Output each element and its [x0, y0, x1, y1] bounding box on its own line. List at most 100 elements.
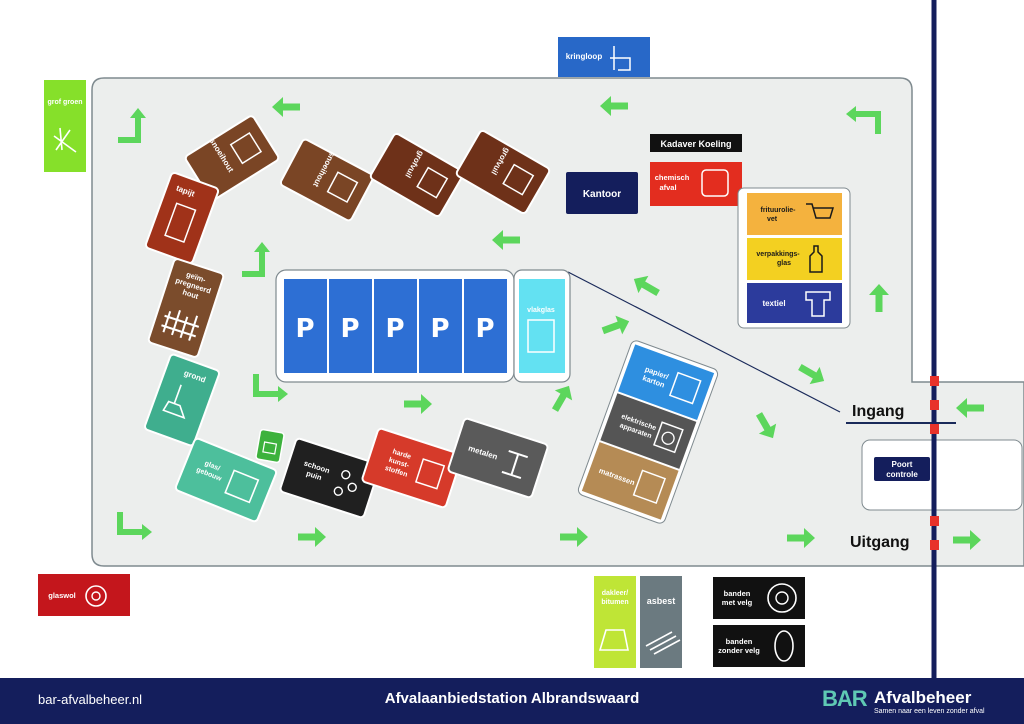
- fence-icon: [161, 309, 200, 341]
- paint-can-icon: [701, 169, 729, 197]
- container-vlakglas: vlakglas: [513, 269, 571, 383]
- papier-karton-block: [618, 344, 715, 421]
- container-textiel: textiel: [747, 283, 842, 323]
- parking-space-3: [374, 279, 417, 373]
- parking-space-4: [419, 279, 462, 373]
- ingang-label: Ingang: [852, 403, 904, 420]
- banden-zonder-velg: banden zonder velg: [713, 625, 805, 667]
- container-stack-right: papier/ karton elektrische apparaten mat…: [577, 340, 719, 524]
- kadaver-koeling: Kadaver Koeling: [650, 134, 742, 152]
- container-glas-gebouw: glas/ gebouw: [174, 437, 278, 523]
- footer-bar: bar-afvalbeheer.nl Afvalaanbiedstation A…: [0, 678, 1024, 724]
- dakleer-label-1: dakleer/: [602, 590, 629, 597]
- container-metalen: metalen: [447, 417, 549, 499]
- roof-sheet-icon: [645, 631, 681, 655]
- logo-mark: BAR: [822, 686, 868, 711]
- poort-label-1: Poort: [892, 460, 913, 469]
- verpakkingsglas-label-2: glas: [777, 260, 791, 267]
- chemisch-label-1: chemisch: [655, 173, 690, 182]
- vlakglas-label: vlakglas: [527, 307, 555, 314]
- bar-afvalbeheer-logo: BAR Afvalbeheer Samen naar een leven zon…: [822, 686, 1002, 718]
- website-link[interactable]: bar-afvalbeheer.nl: [38, 692, 143, 707]
- tire-rim-icon: [767, 583, 797, 613]
- container-harde-kunststoffen: harde kunst- stoffen: [361, 427, 463, 509]
- frituur-label-1: frituurolie-: [761, 207, 797, 214]
- banden-met-label-2: met velg: [722, 598, 753, 607]
- container-schoon-puin: schoon puin: [279, 437, 381, 519]
- parking-p-4: P: [430, 314, 449, 344]
- cart-icon: [806, 203, 835, 219]
- bulky-waste-icon: [416, 166, 449, 199]
- matrassen-block: [581, 442, 679, 520]
- parking-space-2: [329, 279, 372, 373]
- dakleer-bitumen: dakleer/ bitumen: [594, 576, 636, 668]
- paper-icon: [668, 371, 702, 405]
- beam-icon: [501, 450, 529, 480]
- banden-zonder-label-2: zonder velg: [718, 646, 760, 655]
- mattress-icon: [632, 469, 667, 505]
- bottle-icon: [809, 245, 823, 273]
- shovel-icon: [162, 384, 186, 420]
- roll-icon: [598, 629, 629, 651]
- parking-p-2: P: [340, 314, 359, 344]
- parking-space-5: [464, 279, 507, 373]
- branches-icon: [53, 127, 77, 153]
- ingang-lane-divider: [846, 422, 956, 424]
- lane-divider: [567, 271, 841, 413]
- gate-markers: [930, 376, 939, 550]
- container-snoeihout-1: snoeihout: [184, 115, 280, 201]
- logo-name: Afvalbeheer: [874, 688, 972, 707]
- banden-zonder-label-1: banden: [726, 637, 753, 646]
- chemisch-label-2: afval: [659, 183, 676, 192]
- frituur-label-2: vet: [767, 216, 778, 223]
- crate-icon: [414, 458, 446, 490]
- parking-p-1: P: [295, 314, 314, 344]
- container-chemisch-afval: chemisch afval: [650, 162, 742, 206]
- footer-title: Afvalaanbiedstation Albrandswaard: [384, 690, 640, 707]
- textiel-label: textiel: [762, 299, 785, 308]
- container-grond: grond: [144, 353, 220, 447]
- uitgang-label: Uitgang: [850, 534, 910, 551]
- container-small-green: [255, 428, 285, 464]
- carpet-icon: [164, 202, 197, 244]
- container-frituurolie: frituurolie- vet: [747, 193, 842, 235]
- dakleer-label-2: bitumen: [601, 599, 628, 606]
- shirt-icon: [805, 291, 831, 317]
- asbest-label: asbest: [647, 596, 676, 606]
- tire-icon: [774, 630, 794, 662]
- parking-space-1: [284, 279, 327, 373]
- verpakkingsglas-label-1: verpakkings-: [756, 251, 800, 258]
- kantoor: Kantoor: [566, 172, 638, 214]
- window-icon: [224, 469, 260, 504]
- grof-groen-label: grof groen: [48, 99, 83, 106]
- grof-groen: grof groen: [44, 80, 86, 172]
- container-verpakkingsglas: verpakkings- glas: [747, 238, 842, 280]
- kringloop: kringloop: [558, 37, 650, 77]
- washing-machine-icon: [653, 421, 684, 454]
- branch-icon: [326, 171, 359, 203]
- branch-icon: [229, 131, 263, 165]
- glass-pane-icon: [527, 319, 555, 353]
- poort-controle: Poort controle: [874, 457, 930, 481]
- kantoor-label: Kantoor: [583, 189, 621, 200]
- insulation-roll-icon: [85, 585, 107, 607]
- bulky-waste-icon: [502, 163, 535, 196]
- bin-icon: [262, 441, 278, 455]
- rubble-icon: [341, 470, 351, 480]
- container-snoeihout-2: snoeihout: [279, 138, 375, 222]
- furniture-icon: [610, 46, 631, 71]
- poort-label-2: controle: [886, 470, 918, 479]
- logo-tagline: Samen naar een leven zonder afval: [874, 708, 985, 715]
- elektrische-apparaten-block: [600, 393, 697, 469]
- container-tapijt: tapijt: [144, 171, 220, 265]
- parking-p-5: P: [475, 314, 494, 344]
- banden-met-label-1: banden: [724, 589, 751, 598]
- glaswol: glaswol: [38, 574, 130, 616]
- kringloop-label: kringloop: [566, 52, 603, 61]
- parking-area: P P P P P: [275, 269, 515, 383]
- asbest: asbest: [640, 576, 682, 668]
- parking-p-3: P: [385, 314, 404, 344]
- kadaver-label: Kadaver Koeling: [660, 139, 731, 149]
- banden-met-velg: banden met velg: [713, 577, 805, 619]
